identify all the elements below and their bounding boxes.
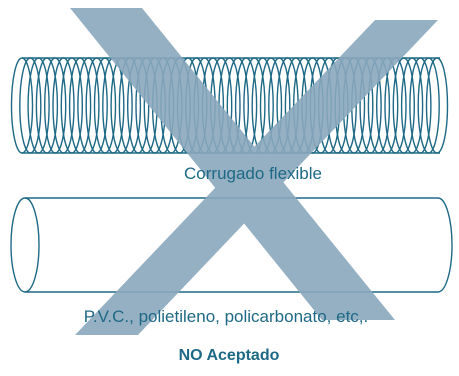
corrugation-rib xyxy=(85,57,108,154)
corrugation-rib xyxy=(35,57,59,154)
corrugation-rib xyxy=(392,57,415,154)
cross-stroke-ascending xyxy=(75,20,438,335)
status-label: NO Aceptado xyxy=(179,347,280,364)
corrugation-rib xyxy=(93,57,117,154)
corrugation-rib xyxy=(102,57,125,154)
corrugation-rib xyxy=(425,57,449,154)
corrugation-rib xyxy=(27,57,50,154)
corrugation-rib xyxy=(60,57,84,154)
smooth-pipe-right-end xyxy=(437,197,453,293)
corrugated-pipe-label: Corrugado flexible xyxy=(184,164,322,183)
corrugation-rib xyxy=(44,57,67,154)
smooth-pipe-left-end xyxy=(10,197,40,293)
corrugation-rib xyxy=(19,57,42,154)
corrugation-rib xyxy=(77,57,100,154)
corrugation-rib xyxy=(68,57,92,154)
rejection-cross-icon xyxy=(70,8,438,335)
corrugation-rib xyxy=(52,57,75,154)
smooth-pipe-label: P.V.C., polietileno, policarbonato, etc,… xyxy=(84,307,368,326)
cross-stroke-descending xyxy=(70,8,395,320)
corrugation-rib xyxy=(400,57,424,154)
corrugation-rib xyxy=(409,57,432,154)
corrugation-rib xyxy=(10,57,34,154)
corrugation-rib xyxy=(417,57,440,154)
